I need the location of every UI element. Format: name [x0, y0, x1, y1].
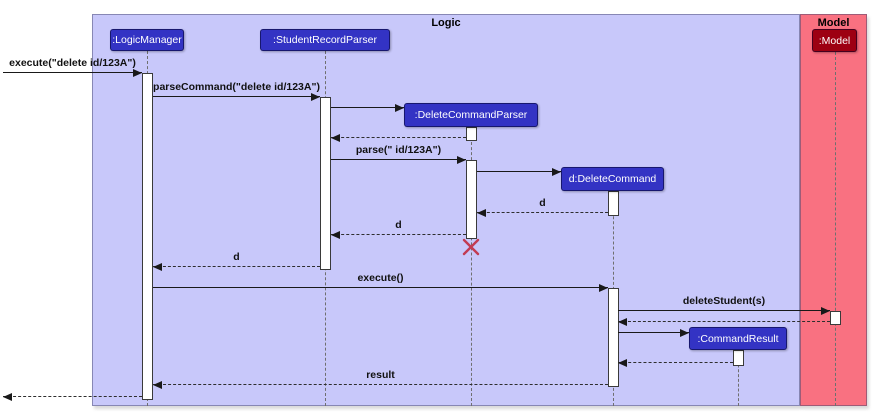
message-arrow [331, 137, 466, 138]
message-label: parse(" id/123A") [355, 144, 442, 156]
participant-label: :CommandResult [697, 332, 779, 345]
arrowhead-left-icon [331, 134, 340, 142]
message-label: d [395, 219, 402, 231]
message-arrow [331, 107, 404, 108]
arrowhead-right-icon [133, 69, 142, 77]
lifeline-model [834, 52, 836, 406]
frame-title: Logic [431, 17, 461, 29]
message-label: result [366, 369, 395, 381]
message-label: d [539, 197, 546, 209]
arrowhead-left-icon [618, 359, 627, 367]
arrowhead-left-icon [153, 263, 162, 271]
destroy-x-icon [461, 237, 481, 257]
activation-bar [608, 191, 619, 216]
activation-bar [320, 97, 331, 270]
arrowhead-left-icon [3, 393, 12, 401]
arrowhead-right-icon [311, 93, 320, 101]
participant-label: :Model [818, 34, 851, 47]
arrowhead-right-icon [552, 168, 561, 176]
message-arrow [331, 159, 466, 160]
message-label: d [233, 251, 240, 263]
message-arrow [618, 362, 733, 363]
message-arrow [618, 310, 830, 311]
participant-label: :StudentRecordParser [273, 34, 377, 46]
frame-title: Model [817, 17, 850, 29]
message-arrow [618, 321, 830, 322]
arrowhead-left-icon [331, 231, 340, 239]
arrowhead-right-icon [457, 156, 466, 164]
message-arrow [618, 332, 689, 333]
message-arrow [153, 384, 608, 385]
lifeline-commandresult [737, 350, 739, 406]
arrowhead-right-icon [395, 104, 404, 112]
arrowhead-right-icon [821, 307, 830, 315]
activation-bar [608, 288, 619, 387]
participant-deletecommandparser: :DeleteCommandParser [404, 103, 538, 127]
message-arrow [153, 96, 320, 97]
message-arrow [3, 72, 142, 73]
participant-commandresult: :CommandResult [689, 327, 787, 350]
lifeline-deletecommandparser [470, 127, 472, 406]
message-label: parseCommand("delete id/123A") [153, 81, 320, 93]
message-arrow [477, 171, 561, 172]
participant-label: d:DeleteCommand [568, 173, 657, 185]
participant-d-deletecommand: d:DeleteCommand [561, 167, 664, 191]
activation-bar [142, 73, 153, 400]
participant-studentrecordparser: :StudentRecordParser [260, 29, 390, 51]
activation-bar [830, 311, 841, 325]
message-arrow [3, 396, 142, 397]
participant-model: :Model [812, 29, 857, 52]
message-arrow [331, 234, 466, 235]
message-arrow [153, 266, 320, 267]
message-label: deleteStudent(s) [682, 295, 766, 307]
message-label: execute() [357, 272, 404, 284]
activation-bar [466, 160, 477, 239]
arrowhead-left-icon [153, 381, 162, 389]
message-arrow [477, 212, 608, 213]
frame-model: Model [800, 14, 867, 406]
activation-bar [466, 127, 477, 141]
arrowhead-left-icon [618, 318, 627, 326]
arrowhead-right-icon [599, 284, 608, 292]
arrowhead-left-icon [477, 209, 486, 217]
arrowhead-right-icon [680, 329, 689, 337]
participant-label: :DeleteCommandParser [414, 109, 528, 121]
participant-label: :LogicManager [112, 34, 182, 46]
message-arrow [153, 287, 608, 288]
participant-logicmanager: :LogicManager [110, 29, 184, 51]
activation-bar [733, 350, 744, 366]
frame-logic: Logic [92, 14, 800, 406]
message-label: execute("delete id/123A") [9, 57, 136, 69]
